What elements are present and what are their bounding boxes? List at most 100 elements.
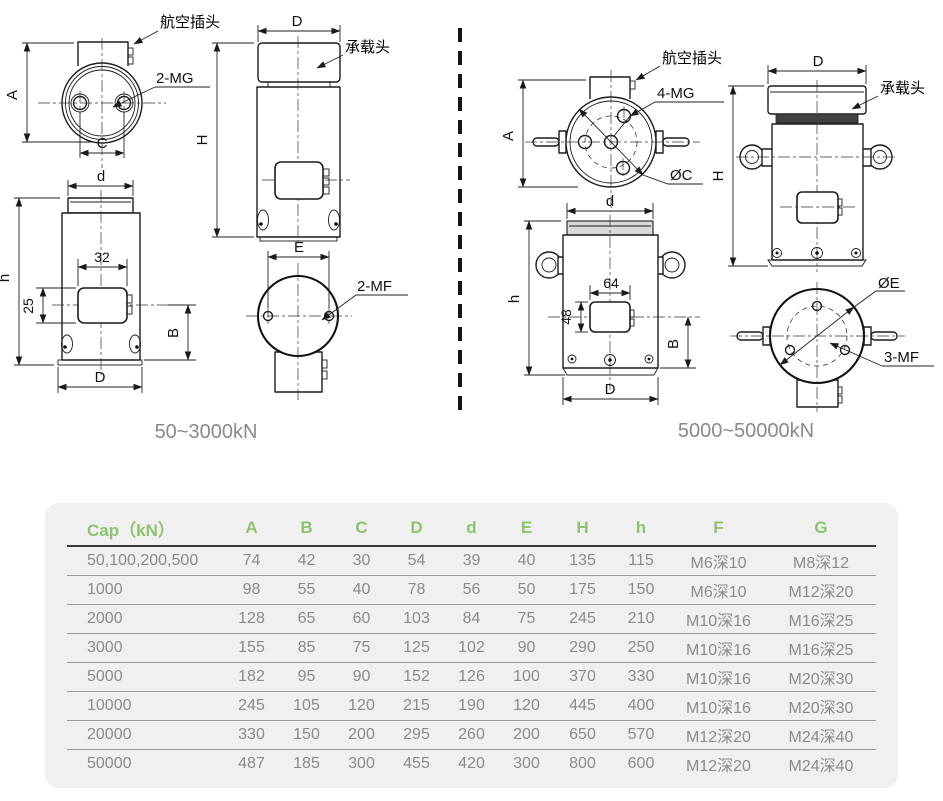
thread-label-3mf: 3-MF	[884, 349, 919, 366]
table-cell: 102	[444, 633, 499, 663]
table-cell: 300	[348, 755, 375, 772]
dim-label-B: B	[165, 328, 182, 338]
left-side-view: d h 32 25 B D	[0, 168, 196, 393]
table-cell: 152	[389, 662, 444, 692]
table-cell: 150	[611, 575, 671, 605]
dim-label-C: C	[97, 135, 108, 152]
table-cell: 200	[334, 720, 389, 750]
dim-label-48: 48	[558, 309, 574, 325]
capacity-cell: 50,100,200,500	[67, 546, 224, 576]
table-cell: 330	[611, 662, 671, 692]
thread-label-2mg: 2-MG	[156, 70, 194, 87]
dim-label-B: B	[665, 339, 682, 349]
table-cell: 200	[499, 720, 554, 750]
table-cell: 250	[611, 633, 671, 663]
table-cell: 100	[499, 662, 554, 692]
table-cell: M10深16	[671, 633, 766, 663]
aviation-plug-label: 航空插头	[662, 50, 722, 67]
table-cell: 105	[279, 691, 334, 721]
table-cell: 190	[444, 691, 499, 721]
capacity-cell: 50000	[87, 755, 132, 772]
table-cell: 570	[611, 720, 671, 750]
right-caption: 5000~50000kN	[678, 420, 814, 442]
table-cell: 445	[554, 691, 611, 721]
dim-label-H: H	[710, 171, 727, 182]
dim-label-h: h	[0, 274, 13, 282]
table-cell: 103	[389, 604, 444, 634]
table-cell: 155	[224, 633, 279, 663]
table-cell: M6深10	[671, 575, 766, 605]
dim-label-32: 32	[94, 249, 110, 265]
header-cell: A	[224, 511, 279, 547]
table-cell: 135	[554, 546, 611, 576]
table-cell: 800	[569, 755, 596, 772]
table-cell: 290	[554, 633, 611, 663]
table-cell: 182	[224, 662, 279, 692]
table-cell: 120	[499, 691, 554, 721]
left-caption: 50~3000kN	[155, 421, 258, 443]
dim-label-oe: ØE	[878, 275, 900, 292]
dim-label-25: 25	[20, 298, 36, 314]
table-cell: 75	[499, 604, 554, 634]
right-side-view: d h 64 48 B D	[506, 193, 700, 405]
capacity-cell: 1000	[67, 575, 224, 605]
aviation-plug-label: 航空插头	[160, 14, 220, 31]
table-cell: 84	[444, 604, 499, 634]
table-cell: M24深40	[766, 720, 876, 750]
dim-label-D-bottom: D	[605, 381, 616, 398]
header-cell: h	[611, 511, 671, 547]
header-cell-cap: Cap（kN）	[67, 511, 224, 547]
load-head-label: 承载头	[880, 80, 925, 97]
table-cell: M12深20	[671, 720, 766, 750]
left-top-view: A C 航空插头 2-MG	[4, 14, 220, 168]
dim-label-E: E	[294, 239, 304, 256]
table-cell: 600	[627, 755, 655, 772]
table-cell: 210	[611, 604, 671, 634]
header-cell: D	[389, 511, 444, 547]
dim-label-oc: ØC	[670, 167, 693, 184]
table-cell: M16深25	[766, 604, 876, 634]
table-cell: 128	[224, 604, 279, 634]
table-cell: M10深16	[671, 604, 766, 634]
table-cell: 215	[389, 691, 444, 721]
capacity-cell: 3000	[67, 633, 224, 663]
header-cell: G	[766, 511, 876, 547]
header-cell: B	[279, 511, 334, 547]
table-cell: 120	[334, 691, 389, 721]
table-cell: 42	[279, 546, 334, 576]
table-cell: 150	[279, 720, 334, 750]
table-cell: 420	[458, 755, 485, 772]
table-cell: 90	[334, 662, 389, 692]
right-top-view: A 航空插头 4-MG ØC	[500, 50, 724, 212]
table-cell: M10深16	[671, 691, 766, 721]
table-cell: 40	[334, 575, 389, 605]
table-cell: 115	[611, 546, 671, 576]
dim-label-D-bottom: D	[95, 369, 106, 386]
table-cell: 78	[389, 575, 444, 605]
table-cell: 55	[279, 575, 334, 605]
capacity-cell: 2000	[67, 604, 224, 634]
table-cell: 175	[554, 575, 611, 605]
table-cell: 75	[334, 633, 389, 663]
table-cell: M10深16	[671, 662, 766, 692]
table-cell: 330	[224, 720, 279, 750]
table-cell: M20深30	[766, 662, 876, 692]
table-cell: 370	[554, 662, 611, 692]
table-cell: 30	[334, 546, 389, 576]
table-cell: 650	[554, 720, 611, 750]
table-cell: 98	[224, 575, 279, 605]
left-bottom-view: E 2-MF	[246, 239, 408, 400]
dim-label-64: 64	[603, 275, 619, 291]
table-cell: M12深20	[766, 575, 876, 605]
table-cell: M16深25	[766, 633, 876, 663]
table-cell: 487	[238, 755, 265, 772]
table-cell: 56	[444, 575, 499, 605]
